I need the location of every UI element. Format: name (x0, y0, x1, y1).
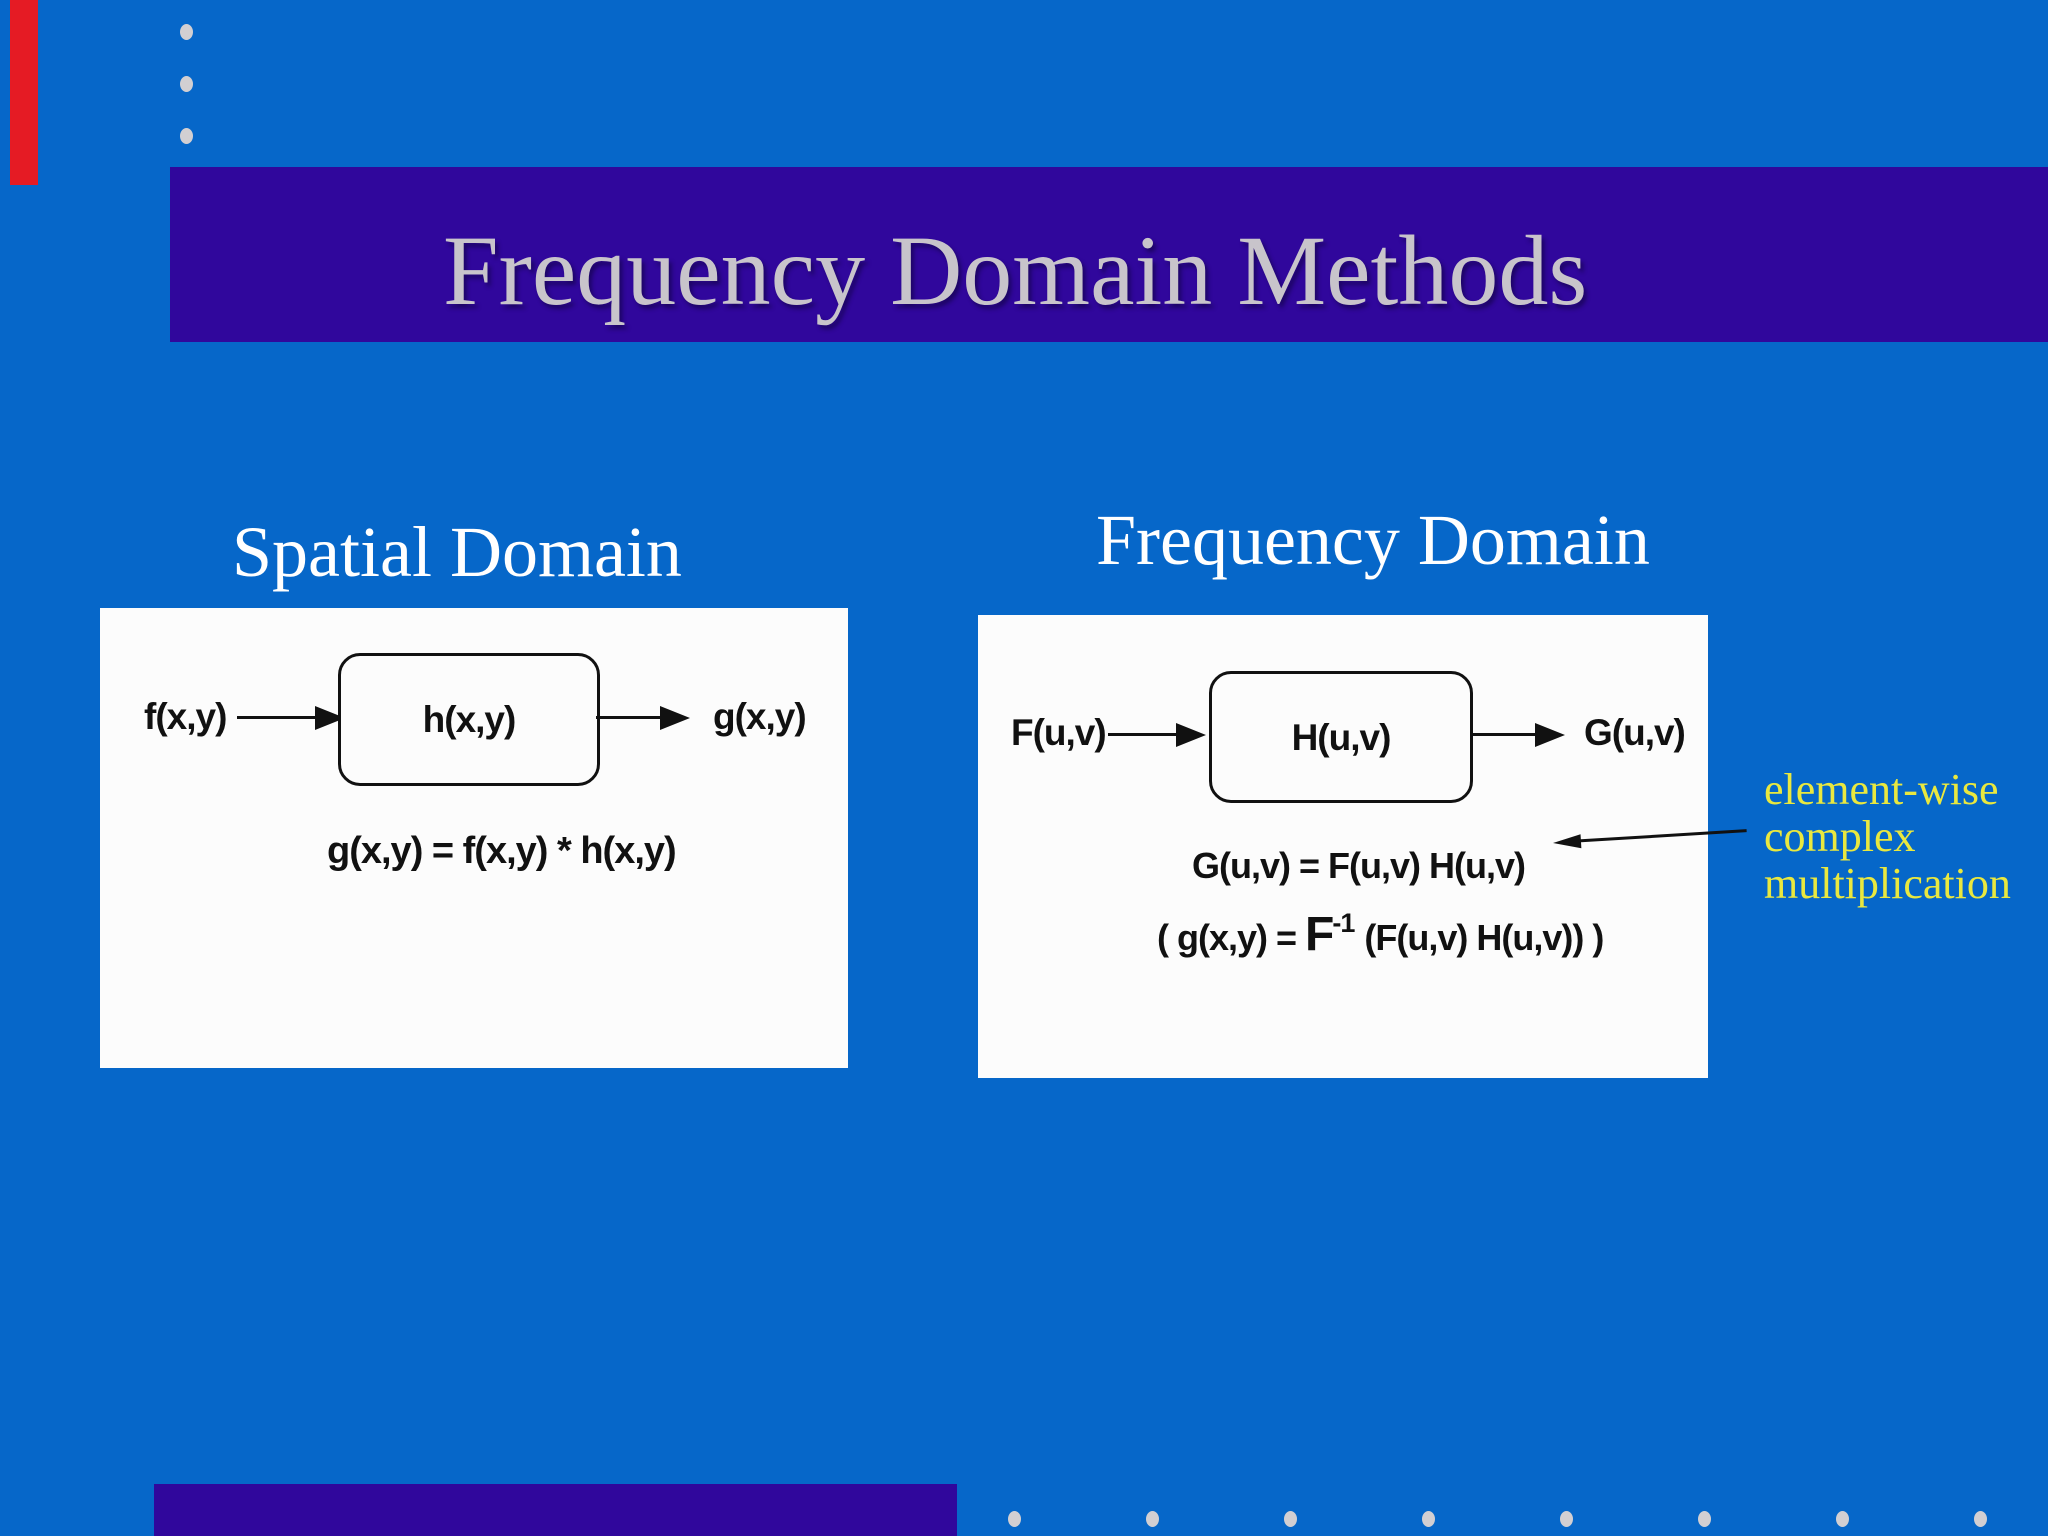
slide-title: Frequency Domain Methods (443, 215, 1588, 326)
annotation-text: element-wise complex multiplication (1764, 766, 2011, 907)
bottom-dot-row (1008, 1511, 1987, 1527)
formula-prefix: ( g(x,y) = (1157, 917, 1306, 958)
decorative-dot (180, 128, 193, 144)
annotation-line: complex (1764, 812, 1916, 861)
arrow-head (1552, 834, 1582, 850)
frequency-product-formula: G(u,v) = F(u,v) H(u,v) (1192, 845, 1526, 886)
arrow-head (1535, 723, 1565, 747)
spatial-system-block: h(x,y) (338, 653, 600, 786)
frequency-system-block: H(u,v) (1209, 671, 1473, 803)
arrow-shaft (1108, 733, 1176, 736)
heading-frequency-domain: Frequency Domain (1096, 500, 1650, 580)
decorative-dot (180, 24, 193, 40)
decorative-dot (1698, 1511, 1711, 1527)
decorative-dot (1284, 1511, 1297, 1527)
arrow-shaft (237, 716, 315, 719)
heading-spatial-domain: Spatial Domain (232, 512, 682, 592)
frequency-output-label: G(u,v) (1584, 712, 1686, 753)
inverse-superscript: -1 (1332, 908, 1355, 938)
annotation-line: multiplication (1764, 859, 2011, 908)
frequency-domain-panel: F(u,v) H(u,v) G(u,v) G(u,v) = F(u,v) H(u… (978, 615, 1708, 1078)
decorative-dot (1422, 1511, 1435, 1527)
frequency-block-label: H(u,v) (1291, 716, 1392, 758)
decorative-dot (1974, 1511, 1987, 1527)
bottom-accent-bar (154, 1484, 957, 1536)
frequency-input-label: F(u,v) (1011, 712, 1107, 753)
inverse-transform-formula: ( g(x,y) = F-1 (F(u,v) H(u,v)) ) (1157, 908, 1604, 961)
decorative-dot (180, 76, 193, 92)
decorative-dot (1560, 1511, 1573, 1527)
arrow-shaft (596, 716, 660, 719)
spatial-domain-panel: f(x,y) h(x,y) g(x,y) g(x,y) = f(x,y) * h… (100, 608, 848, 1068)
formula-suffix: (F(u,v) H(u,v)) ) (1355, 917, 1604, 958)
decorative-dot (1836, 1511, 1849, 1527)
fourier-operator: F (1305, 908, 1334, 961)
arrow-head (1176, 723, 1206, 747)
spatial-input-label: f(x,y) (144, 696, 227, 737)
decorative-dot (1008, 1511, 1021, 1527)
title-bar: Frequency Domain Methods (170, 167, 2048, 342)
spatial-block-label: h(x,y) (422, 699, 517, 740)
decorative-dot (1146, 1511, 1159, 1527)
spatial-convolution-formula: g(x,y) = f(x,y) * h(x,y) (327, 830, 677, 872)
arrow-head (660, 706, 690, 730)
arrow-shaft (1471, 733, 1535, 736)
spatial-output-label: g(x,y) (713, 696, 807, 737)
top-dot-column (180, 24, 193, 144)
red-accent-strip (10, 0, 38, 185)
annotation-line: element-wise (1764, 765, 1999, 814)
